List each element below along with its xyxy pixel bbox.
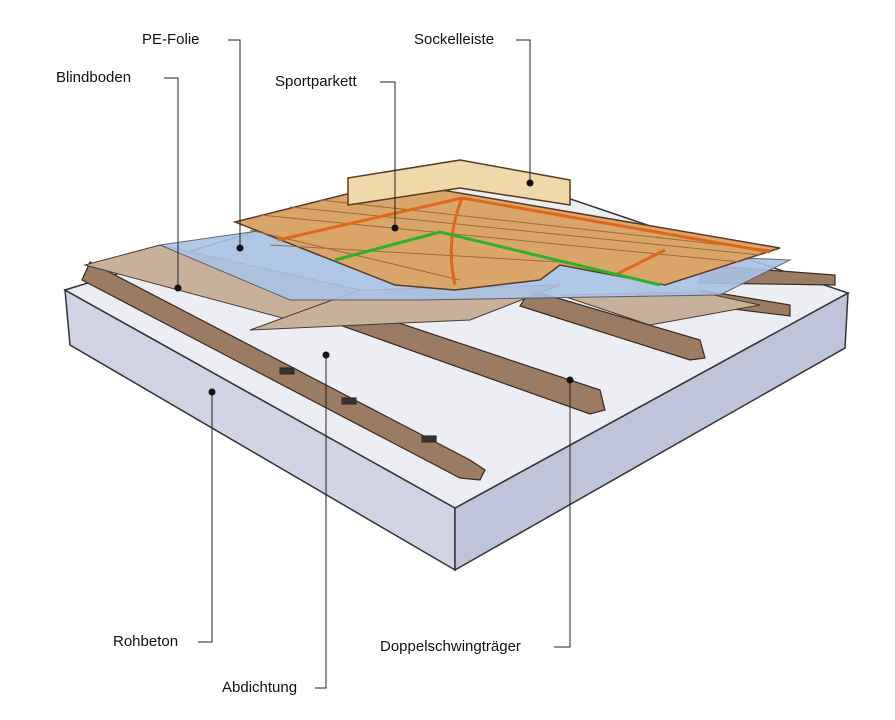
label-rohbeton: Rohbeton	[113, 633, 179, 650]
label-pe-folie: PE-Folie	[142, 31, 200, 48]
leader-lines	[164, 39, 571, 689]
label-doppelschwingtraeger: Doppelschwingträger	[380, 638, 521, 655]
skirting-board	[347, 159, 571, 206]
label-blindboden: Blindboden	[56, 69, 132, 86]
label-sockelleiste: Sockelleiste	[414, 31, 495, 48]
leader-dots	[174, 179, 574, 396]
sport-parquet	[232, 181, 781, 291]
label-abdichtung: Abdichtung	[222, 679, 298, 696]
label-sportparkett: Sportparkett	[275, 73, 357, 90]
